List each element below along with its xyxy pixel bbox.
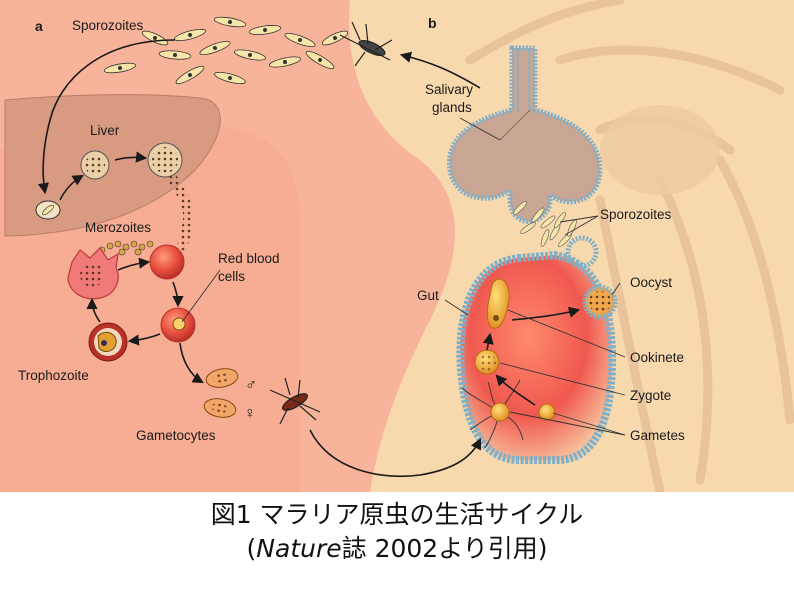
sporozoites-cluster-a [103,16,349,85]
gametes-label: Gametes [630,428,685,443]
oocyst-bud-on-gut [565,235,599,269]
panel-a-label: a [35,18,43,34]
sporozoites-cluster-b [513,201,577,247]
mosquito-silhouette [465,0,794,492]
female-symbol: ♀ [244,405,256,422]
panel-b-label: b [428,15,437,31]
mosquito-icon-bottom [269,377,321,425]
gut-label: Gut [417,288,439,303]
liver-label: Liver [90,123,120,138]
red-blood-cells-label: Red blood cells [218,251,283,284]
ookinete-label: Ookinete [630,350,684,365]
malaria-life-cycle-figure: a b Sporozoites Liver Merozoites Red blo… [0,0,794,492]
liver-shape [4,94,221,237]
arrows-panel-a [37,39,482,477]
salivary-glands-label: Salivary glands [425,82,477,115]
oocyst-label: Oocyst [630,275,672,290]
caption-source-rest: 誌 2002より引用) [341,534,548,563]
caption-open-paren: ( [246,534,257,563]
caption-journal-name: Nature [256,534,342,563]
liver-infected-cells [35,142,194,253]
figure-caption: 図1 マラリア原虫の生活サイクル (Nature誌 2002より引用) [0,498,794,566]
leader-lines [181,117,626,436]
caption-source: (Nature誌 2002より引用) [0,532,794,566]
salivary-glands-shape [446,45,603,224]
sporozoites-label-b: Sporozoites [600,207,672,222]
red-blood-cell-1 [149,244,185,280]
red-blood-cell-ring-stage [160,307,196,343]
zygote-label: Zygote [630,388,671,403]
mosquito-icon-top [339,21,393,67]
trophozoite-label: Trophozoite [18,368,89,383]
trophozoite-cell [88,322,128,362]
mosquito-thorax-silhouette [600,105,720,195]
arrows-panel-b [399,51,581,406]
gametes-cells [461,379,556,449]
sporozoites-label-a: Sporozoites [72,18,144,33]
male-symbol: ♂ [245,377,257,394]
oocyst-cell [582,284,618,320]
merozoites-label: Merozoites [85,220,151,235]
ookinete-cell [486,278,510,329]
gametocyte-cells [203,368,239,418]
zygote-cell [474,349,500,375]
bursting-red-cell [67,247,119,300]
gametocytes-label: Gametocytes [136,428,216,443]
caption-title: 図1 マラリア原虫の生活サイクル [210,500,584,529]
